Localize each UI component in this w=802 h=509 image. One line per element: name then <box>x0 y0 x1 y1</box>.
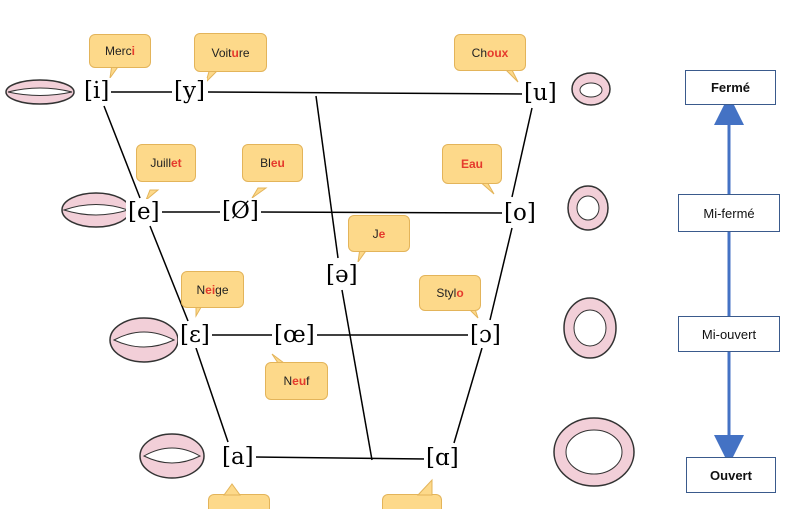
bubble-text: N <box>283 374 293 388</box>
bubble-highlight: ei <box>205 282 216 297</box>
scale-label-mi-ferme: Mi-fermé <box>678 194 780 232</box>
scale-label-mi-ouvert: Mi-ouvert <box>678 316 780 352</box>
bubble-highlight: o <box>456 286 464 300</box>
lips-spread-icon <box>5 79 75 105</box>
bubble-highlight: Eau <box>460 157 483 171</box>
line-center-1 <box>315 95 339 259</box>
vowel-y: [y] <box>172 78 207 104</box>
bubble-highlight: et <box>171 156 182 170</box>
lips-rounded-mid-icon <box>567 185 609 231</box>
bubble-text: Juill <box>150 156 171 170</box>
example-bubble-eau: Eau <box>442 144 502 184</box>
vowel-oe: [œ] <box>272 322 317 348</box>
lips-open-icon <box>139 433 205 479</box>
line-right-1 <box>511 107 533 198</box>
bubble-text: Styl <box>436 286 457 300</box>
bubble-text: Bl <box>260 156 271 170</box>
lips-rounded-open-icon <box>553 417 635 487</box>
example-bubble-cutoff <box>208 494 270 509</box>
bubble-tail <box>251 187 268 199</box>
vowel-alpha: [ɑ] <box>424 445 461 471</box>
line-left-3 <box>195 347 229 443</box>
bubble-highlight: e <box>378 226 386 241</box>
vowel-a: [a] <box>220 444 256 470</box>
vowel-i: [i] <box>82 78 112 104</box>
line-oe-o <box>257 211 504 214</box>
bubble-text: ge <box>215 282 229 297</box>
line-center-2 <box>341 289 373 461</box>
scale-label-ouvert: Ouvert <box>686 457 776 493</box>
bubble-text: Ch <box>471 45 487 60</box>
line-y-u <box>207 91 527 95</box>
bubble-highlight: u <box>231 45 239 60</box>
line-left-1 <box>103 105 141 199</box>
scale-label-ferme: Fermé <box>685 70 776 105</box>
bubble-text: J <box>372 226 379 241</box>
vowel-open-e: [ɛ] <box>178 322 212 348</box>
bubble-highlight: oux <box>487 45 509 60</box>
line-right-3 <box>453 347 483 444</box>
vowel-o: [o] <box>502 200 538 226</box>
bubble-text: f <box>306 374 310 388</box>
line-right-2 <box>489 227 513 321</box>
bubble-highlight: eu <box>292 374 307 388</box>
lips-spread-mid-icon <box>61 192 131 228</box>
bubble-text: re <box>238 45 250 60</box>
line-a-alpha <box>249 456 427 460</box>
bubble-highlight: eu <box>270 156 285 170</box>
lips-rounded-open-mid-icon <box>563 297 617 359</box>
bubble-tail <box>145 189 160 201</box>
vowel-open-o: [ɔ] <box>468 322 503 348</box>
lips-open-mid-icon <box>109 317 179 363</box>
bubble-text: N <box>196 282 206 297</box>
example-bubble-cutoff <box>382 494 442 509</box>
vowel-schwa: [ə] <box>324 262 360 288</box>
bubble-highlight: i <box>131 44 135 58</box>
bubble-text: Voit <box>211 45 232 60</box>
vowel-e: [e] <box>126 199 162 225</box>
lips-rounded-icon <box>571 72 611 106</box>
vowel-o-slash: [Ø] <box>220 198 261 224</box>
bubble-text: Merc <box>104 44 132 58</box>
vowel-u: [u] <box>522 80 559 106</box>
